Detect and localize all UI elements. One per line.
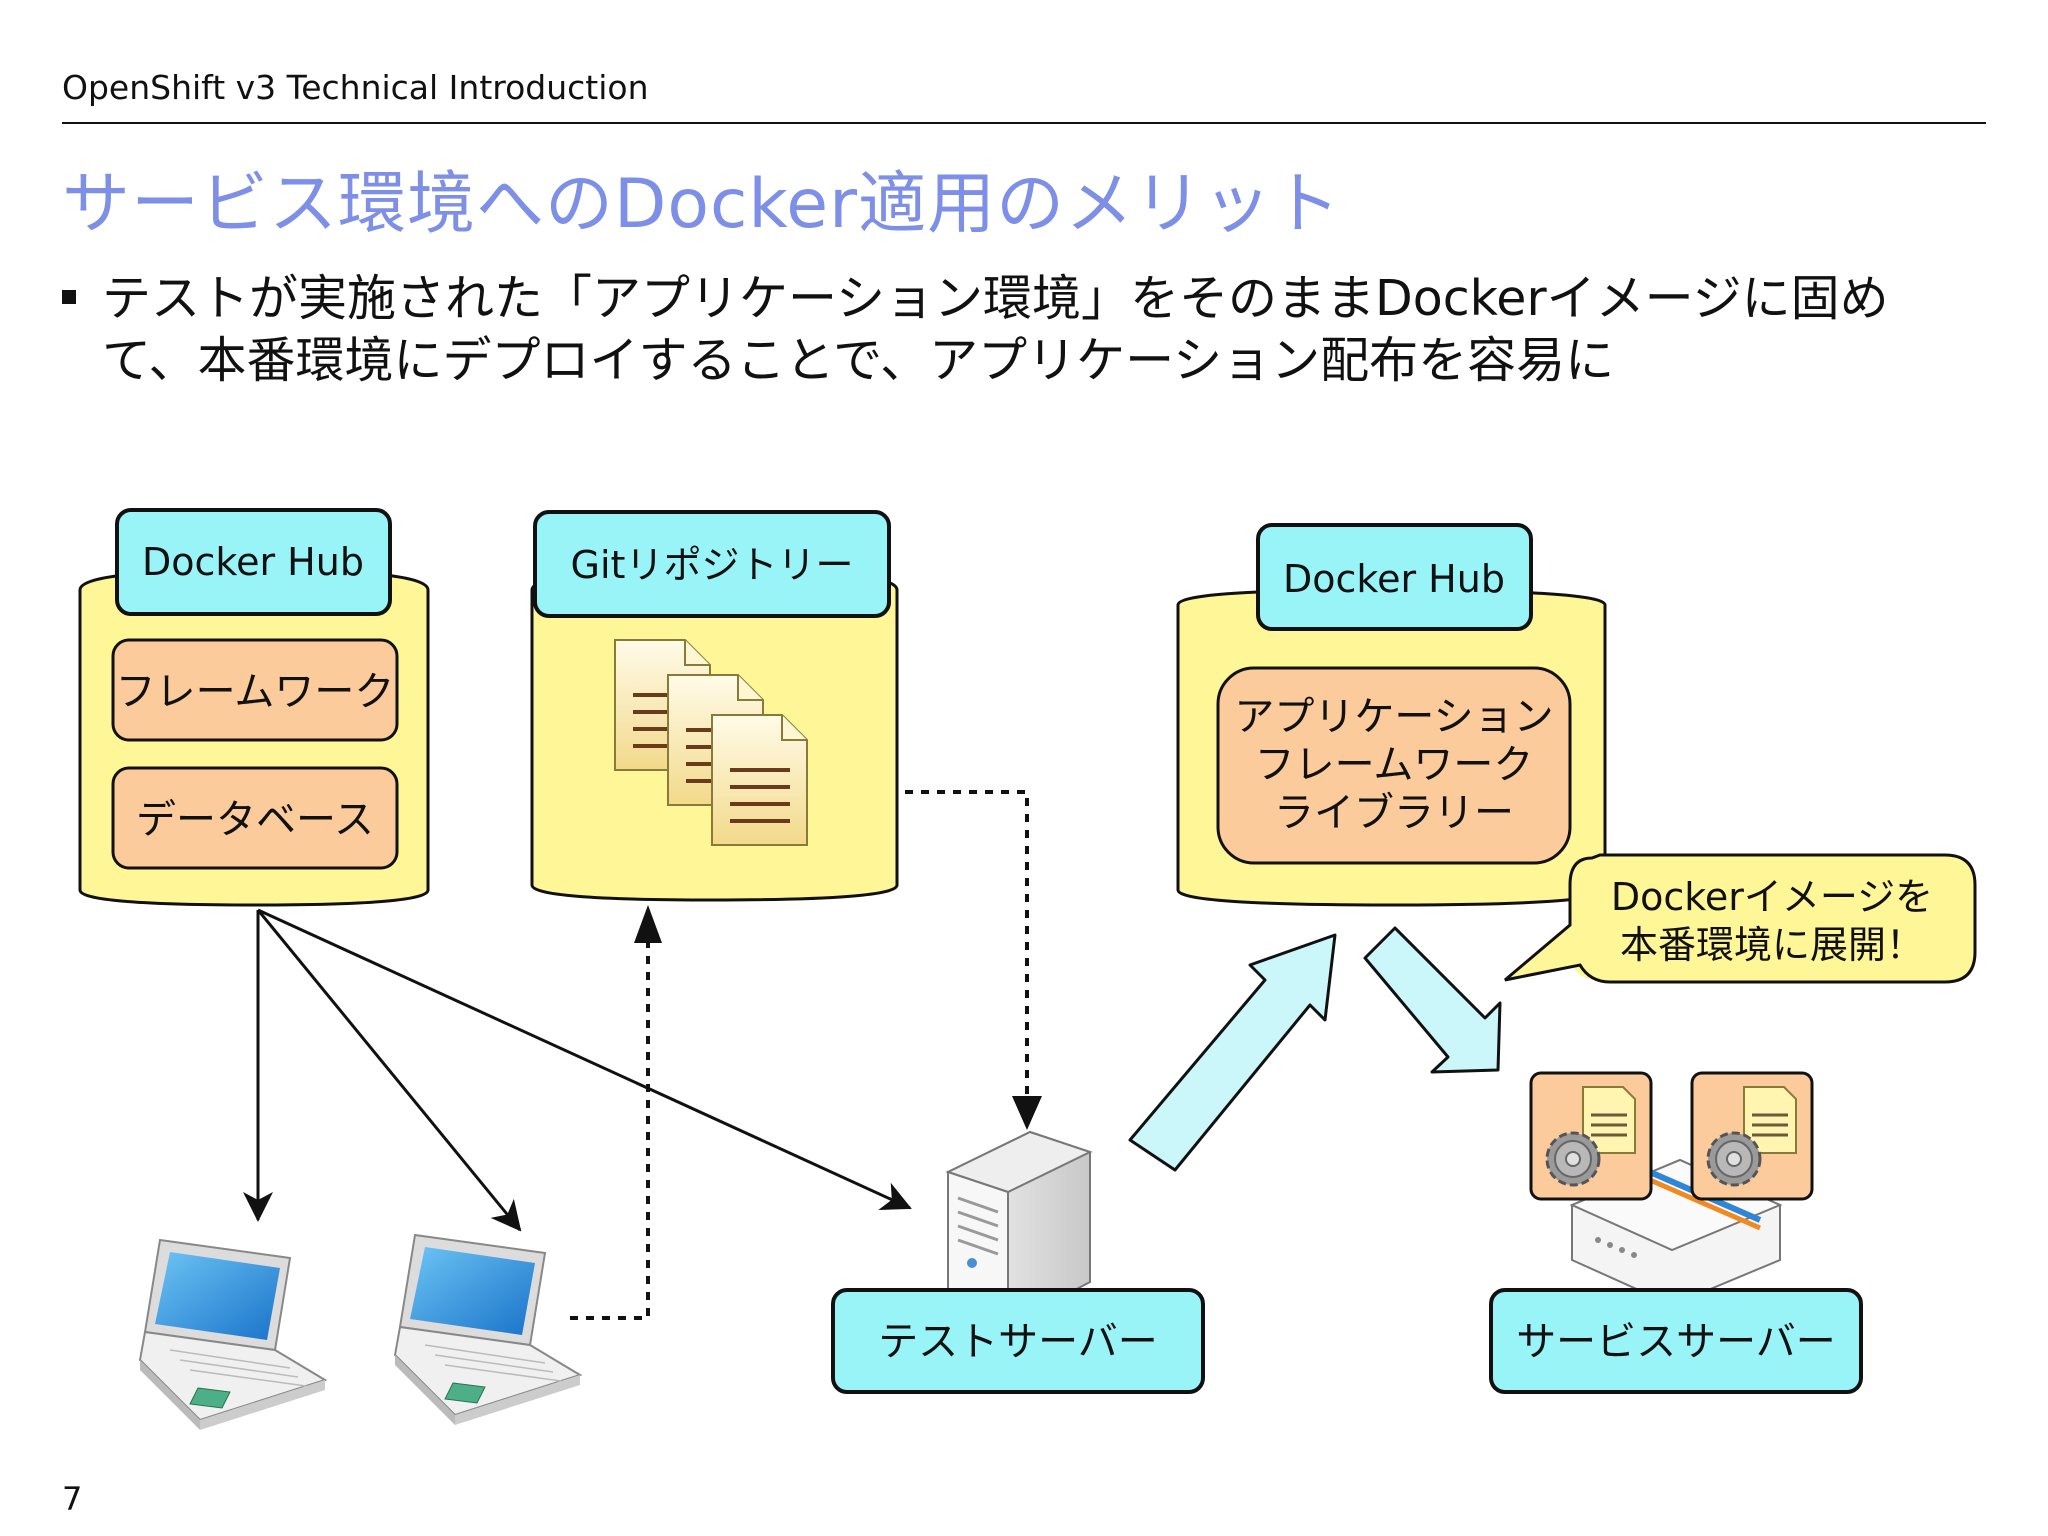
docker-hub-right: Docker Hub アプリケーション フレームワーク ライブラリー [1176, 523, 1607, 907]
page-number: 7 [62, 1480, 83, 1518]
docker-hub-left-title: Docker Hub [142, 540, 364, 584]
docker-hub-right-title: Docker Hub [1283, 557, 1505, 601]
git-repository: Gitリポジトリー [530, 510, 899, 902]
deploy-arrow [1363, 926, 1502, 1074]
item-database: データベース [136, 797, 374, 843]
docker-hub-left: Docker Hub フレームワーク データベース [78, 508, 430, 907]
header-title: OpenShift v3 Technical Introduction [62, 68, 649, 107]
callout-line-1: Dockerイメージを [1611, 875, 1933, 919]
service-gear-doc-icon [1529, 1071, 1653, 1201]
callout-line-2: 本番環境に展開！ [1620, 923, 1924, 967]
bullet-text: テストが実施された「アプリケーション環境」をそのままDockerイメージに固めて… [102, 270, 1889, 389]
server-icon [945, 1130, 1093, 1327]
pull-arrows [243, 908, 912, 1232]
content-application: アプリケーション [1234, 694, 1553, 740]
content-library: ライブラリー [1274, 790, 1514, 836]
callout-deploy: Dockerイメージを 本番環境に展開！ [1504, 853, 1977, 984]
header-divider [62, 122, 1986, 124]
push-arrow [1128, 933, 1337, 1172]
slide-title: サービス環境へのDocker適用のメリット [62, 165, 1342, 244]
git-repository-title: Gitリポジトリー [571, 543, 854, 587]
content-framework: フレームワーク [1255, 742, 1534, 788]
bullet-marker [62, 290, 76, 304]
service-gear-doc-icon [1690, 1071, 1814, 1201]
item-framework: フレームワーク [116, 669, 395, 715]
service-server-label: サービスサーバー [1516, 1319, 1836, 1365]
test-server-label: テストサーバー [878, 1319, 1158, 1365]
laptop-icon [394, 1234, 581, 1426]
laptop-icon [139, 1239, 326, 1431]
